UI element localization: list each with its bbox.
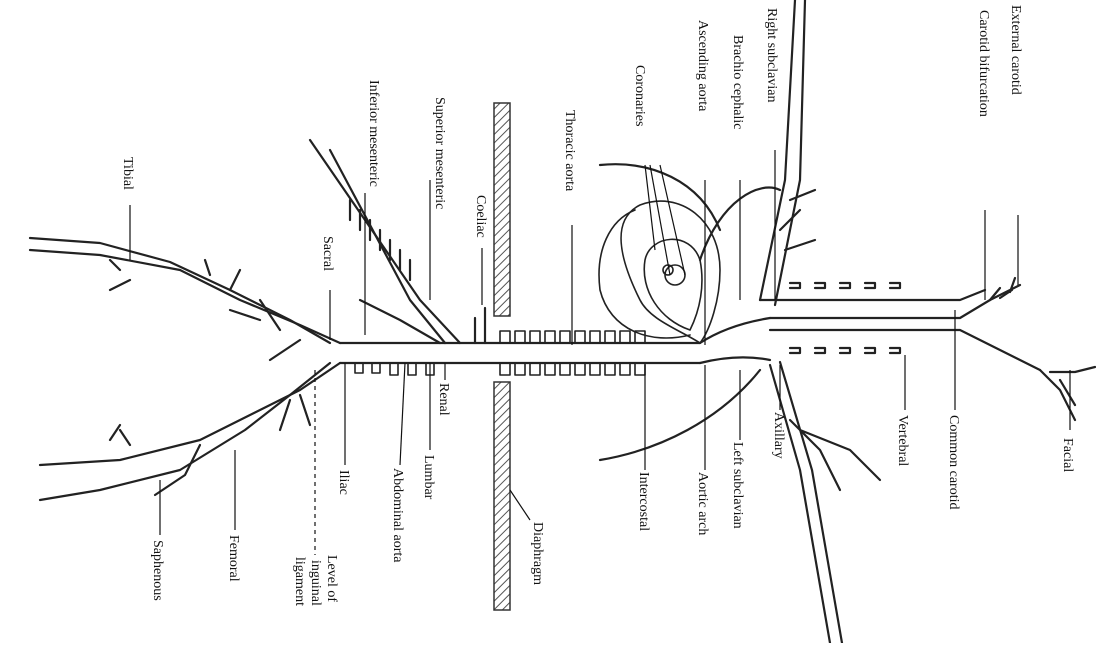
label-left-subclavian: Left subclavian <box>730 442 745 529</box>
label-carotid-bifurcation: Carotid bifurcation <box>976 10 991 117</box>
heart-outline <box>599 201 720 343</box>
label-brachio-cephalic: Brachio cephalic <box>730 35 745 129</box>
diaphragm-bar-lower <box>494 382 510 610</box>
label-diaphragm: Diaphragm <box>530 522 545 585</box>
label-coronaries: Coronaries <box>632 65 647 126</box>
label-thoracic-aorta: Thoracic aorta <box>562 110 577 192</box>
label-inferior-mesenteric: Inferior mesenteric <box>366 80 381 187</box>
aorta-trunk <box>340 343 700 363</box>
label-tibial: Tibial <box>120 157 135 190</box>
label-facial: Facial <box>1060 438 1075 472</box>
abdominal-branches <box>310 140 485 343</box>
label-saphenous: Saphenous <box>150 540 165 601</box>
lower-limbs <box>30 238 340 500</box>
label-inguinal-ligament-line1: Level of <box>324 555 339 602</box>
label-superior-mesenteric: Superior mesenteric <box>432 97 447 209</box>
label-femoral: Femoral <box>226 535 241 582</box>
label-abdominal-aorta: Abdominal aorta <box>390 468 405 563</box>
label-axillary: Axillary <box>771 412 786 459</box>
diaphragm-bar-upper <box>494 103 510 316</box>
label-renal: Renal <box>436 383 451 416</box>
label-sacral: Sacral <box>320 236 335 271</box>
label-external-carotid: External carotid <box>1008 5 1023 95</box>
label-ascending-aorta: Ascending aorta <box>695 20 710 112</box>
carotid-vessels <box>760 278 1095 420</box>
leader-lines <box>130 150 1070 555</box>
label-inguinal-ligament-line2: inguinal <box>308 560 323 606</box>
label-coeliac: Coeliac <box>473 195 488 238</box>
label-iliac: Iliac <box>336 470 351 495</box>
intercostal-branches <box>355 331 645 375</box>
label-common-carotid: Common carotid <box>946 415 961 510</box>
label-intercostal: Intercostal <box>636 472 651 531</box>
label-right-subclavian: Right subclavian <box>764 8 779 103</box>
label-lumbar: Lumbar <box>421 455 436 500</box>
label-vertebral: Vertebral <box>895 415 910 466</box>
label-aortic-arch: Aortic arch <box>695 472 710 535</box>
label-inguinal-ligament-line3: ligament <box>292 557 307 606</box>
